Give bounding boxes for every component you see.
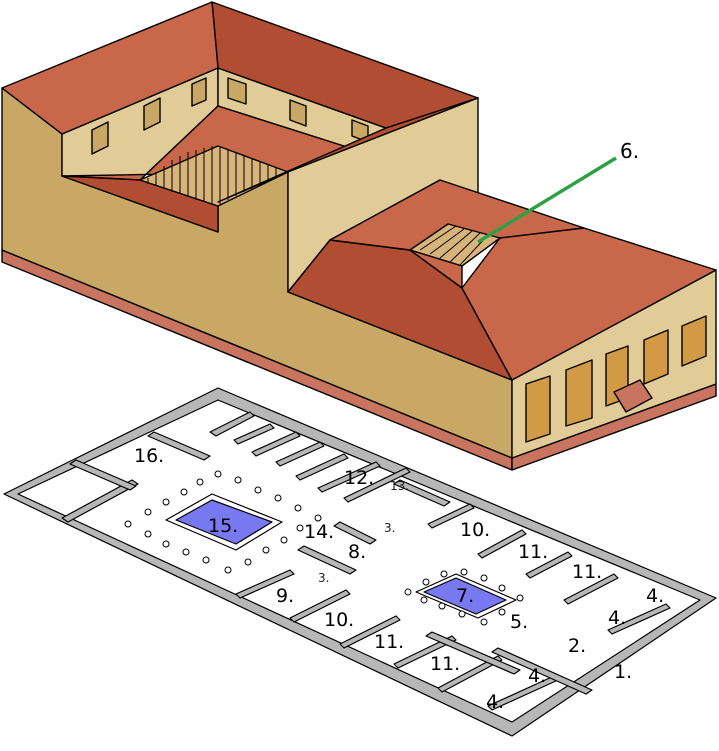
label-3-bottom: 3.: [318, 571, 329, 585]
label-4-r: 4.: [608, 607, 626, 629]
house-model: [1, 1, 717, 471]
roof-left: [1, 1, 219, 135]
entrance-steps: [613, 379, 653, 413]
label-9: 9.: [276, 585, 294, 607]
label-4-b2: 4.: [486, 691, 504, 713]
label-8: 8.: [348, 541, 366, 563]
label-11-r2: 11.: [572, 561, 602, 583]
plan-walls: [61, 411, 671, 711]
label-12: 12.: [344, 467, 374, 489]
label-11-b1: 11.: [374, 631, 404, 653]
peristyle-column-lines: [147, 146, 277, 204]
label-2: 2.: [568, 635, 586, 657]
label-7: 7.: [456, 585, 474, 607]
label-6: 6.: [620, 139, 639, 163]
label-10-bottom: 10.: [324, 609, 354, 631]
label-11-b2: 11.: [430, 653, 460, 675]
compluvium-rim: [409, 249, 463, 289]
label-3-top: 3.: [384, 521, 395, 535]
label-4-tr: 4.: [646, 585, 664, 607]
floor-plan: [3, 387, 717, 737]
label-13: 13.: [390, 479, 409, 493]
label-1: 1.: [614, 661, 632, 683]
leader-line: [477, 156, 617, 244]
label-16: 16.: [134, 445, 164, 467]
label-15: 15.: [208, 515, 238, 537]
label-11-r1: 11.: [518, 541, 548, 563]
labels: 6. 16. 12. 13. 10. 3. 15. 14. 8. 11. 3. …: [134, 139, 664, 713]
upper-windows: [91, 77, 369, 155]
plan-columns: [124, 470, 524, 626]
label-10-top: 10.: [460, 519, 490, 541]
impluvium-pool: [423, 577, 507, 615]
label-14: 14.: [304, 521, 334, 543]
label-4-b1: 4.: [528, 665, 546, 687]
atrium-roof-right: [461, 227, 717, 381]
peristyle-pool: [175, 499, 273, 545]
facade-doors: [525, 315, 707, 443]
label-5: 5.: [510, 611, 528, 633]
compluvium-lines: [419, 225, 489, 266]
